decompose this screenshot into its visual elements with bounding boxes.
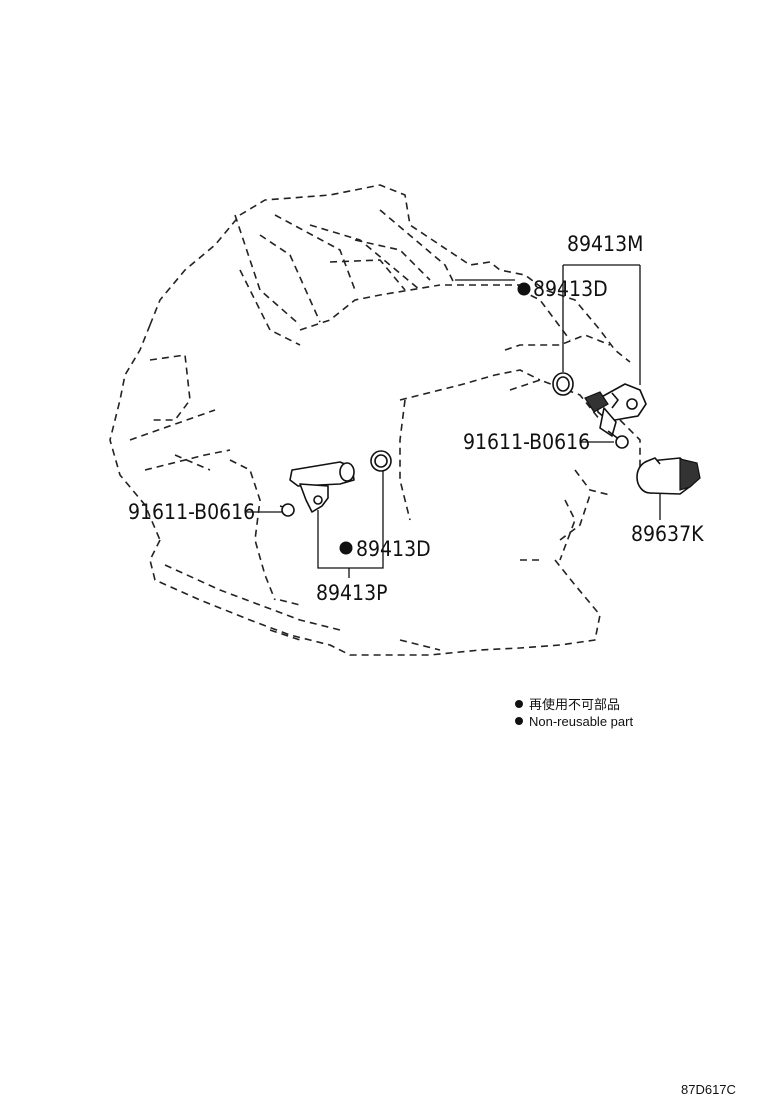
bolt-right-icon (607, 430, 629, 449)
bolt-left-icon (279, 503, 295, 517)
transmission-housing-outline (109, 184, 641, 656)
legend-dot-icon (515, 700, 523, 708)
legend-item-jp: 再使用不可部品 (529, 697, 620, 712)
label-91611-left[interactable]: 91611-B0616 (128, 500, 255, 524)
label-89413d-top[interactable]: 89413D (533, 277, 608, 301)
label-91611-right[interactable]: 91611-B0616 (463, 430, 590, 454)
group-89413m (552, 264, 647, 449)
label-89413p[interactable]: 89413P (316, 581, 387, 605)
legend-dot-icon (515, 717, 523, 725)
label-89413d-bottom[interactable]: 89413D (356, 537, 431, 561)
label-89413m[interactable]: 89413M (567, 232, 643, 256)
figure-code: 87D617C (681, 1082, 736, 1097)
legend: 再使用不可部品 Non-reusable part (515, 697, 633, 729)
legend-item-en: Non-reusable part (529, 714, 633, 729)
speed-sensor-89413m-icon (584, 383, 647, 437)
non-reusable-dot-icon (517, 282, 531, 296)
speed-sensor-89413p-icon (289, 461, 355, 513)
label-89637k[interactable]: 89637K (631, 522, 704, 546)
group-89413p (247, 450, 392, 578)
non-reusable-dot-icon (339, 541, 353, 555)
sensor-89637k-icon (636, 457, 701, 520)
